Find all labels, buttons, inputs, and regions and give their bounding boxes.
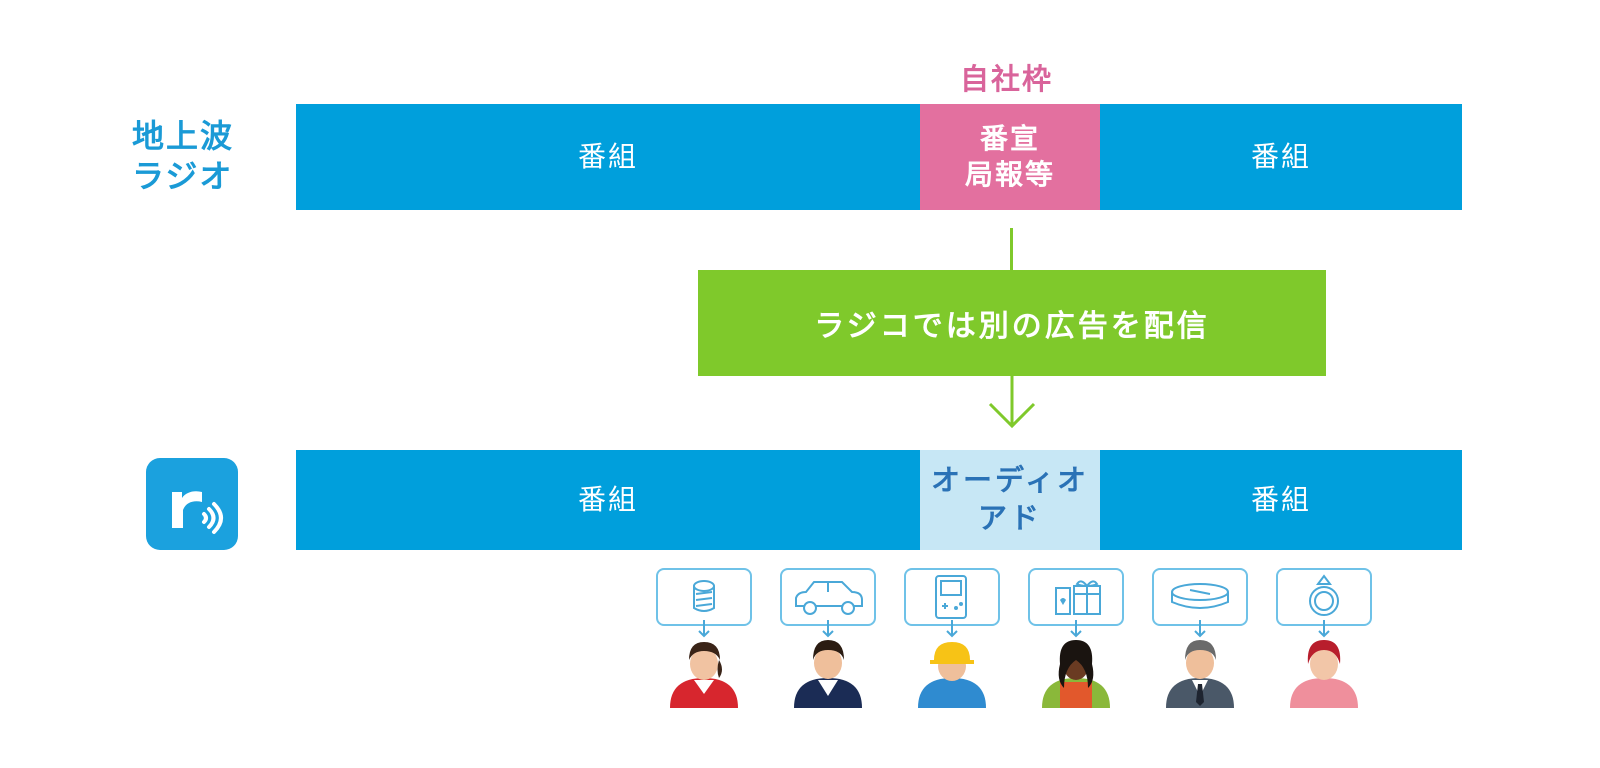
worker-hardhat-avatar (918, 642, 986, 708)
terrestrial-program-left: 番組 (296, 104, 920, 210)
man-navy-suit-avatar (794, 640, 862, 708)
flow-message-box: ラジコでは別の広告を配信 (698, 270, 1326, 376)
businessman-gray-suit-avatar (1166, 640, 1234, 708)
in-house-slot: 番宣 局報等 (920, 104, 1100, 210)
terrestrial-radio-label: 地上波 ラジオ (132, 117, 235, 195)
woman-red-shirt-avatar (670, 642, 738, 708)
in-house-slot-text: 番宣 局報等 (964, 121, 1055, 191)
radiko-program-right: 番組 (1100, 450, 1462, 550)
radiko-app-icon (146, 458, 238, 550)
robot-vacuum-icon (1152, 568, 1248, 626)
down-arrow-icon (986, 376, 1038, 430)
program-label: 番組 (1250, 482, 1311, 516)
woman-green-dress-avatar (1042, 640, 1110, 708)
woman-pink-dress-avatar (1290, 640, 1358, 708)
audio-ad-text: オーディオ アド (931, 463, 1089, 535)
in-house-slot-label: 自社枠 (960, 62, 1054, 96)
audio-ad-slot: オーディオ アド (920, 450, 1100, 550)
program-label: 番組 (577, 482, 638, 516)
connector-line (1010, 228, 1013, 270)
program-label: 番組 (577, 139, 638, 173)
flow-message: ラジコでは別の広告を配信 (814, 309, 1210, 344)
radiko-program-left: 番組 (296, 450, 920, 550)
terrestrial-program-right: 番組 (1100, 104, 1462, 210)
ring-icon (1276, 568, 1372, 626)
car-icon (780, 568, 876, 626)
program-label: 番組 (1250, 139, 1311, 173)
